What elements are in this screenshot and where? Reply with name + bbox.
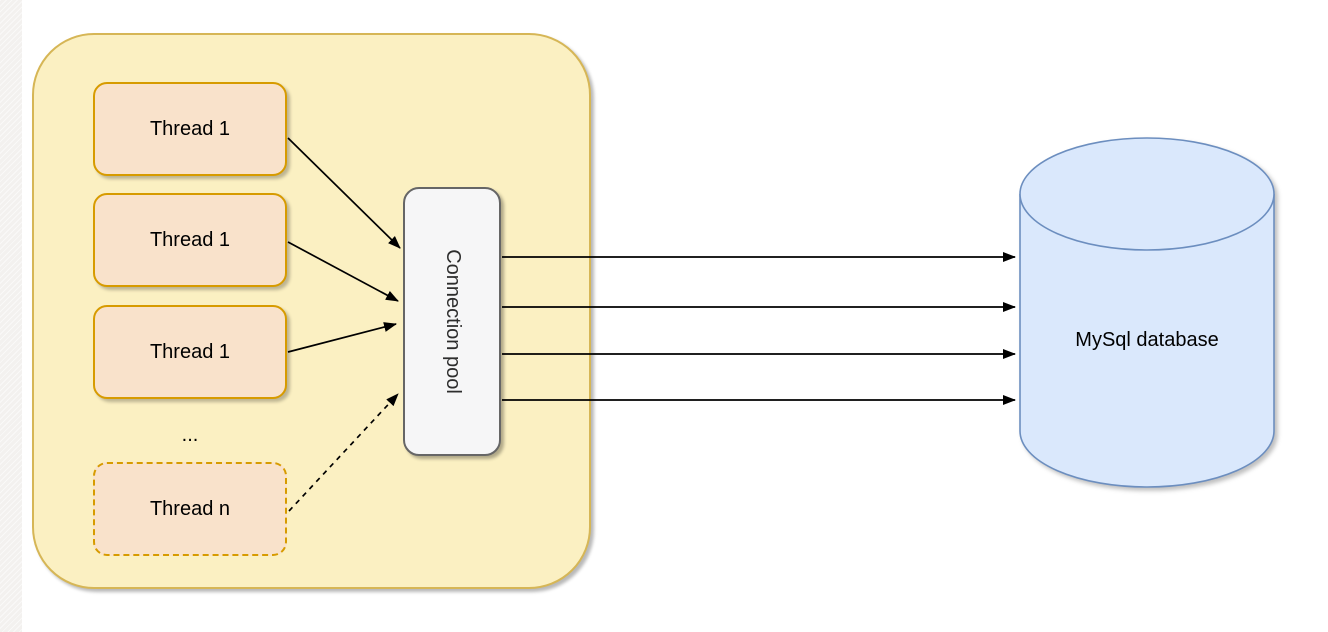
- thread-3-box: Thread 1: [93, 305, 287, 399]
- window-edge-strip: [0, 0, 22, 632]
- thread-n-label: Thread n: [149, 497, 231, 520]
- database-cylinder: [1019, 137, 1275, 488]
- thread-n-box: Thread n: [93, 462, 287, 556]
- arrow-thread2-to-pool: [287, 241, 399, 302]
- database-label: MySql database: [1019, 194, 1275, 487]
- database-label-text: MySql database: [1075, 329, 1219, 351]
- thread-2-box: Thread 1: [93, 193, 287, 287]
- thread-1-label: Thread 1: [149, 117, 231, 140]
- thread-1-box: Thread 1: [93, 82, 287, 176]
- arrow-thread3-to-pool: [287, 322, 397, 353]
- more-threads-ellipsis: ...: [181, 423, 199, 446]
- thread-3-label: Thread 1: [149, 340, 231, 363]
- arrow-thread1-to-pool: [287, 137, 401, 249]
- connection-pool-box: Connection pool: [403, 187, 501, 456]
- thread-2-label: Thread 1: [149, 228, 231, 251]
- cylinder-body: [1019, 194, 1275, 488]
- arrow-threadn-to-pool-dashed: [288, 393, 399, 512]
- cylinder-top: [1019, 137, 1275, 251]
